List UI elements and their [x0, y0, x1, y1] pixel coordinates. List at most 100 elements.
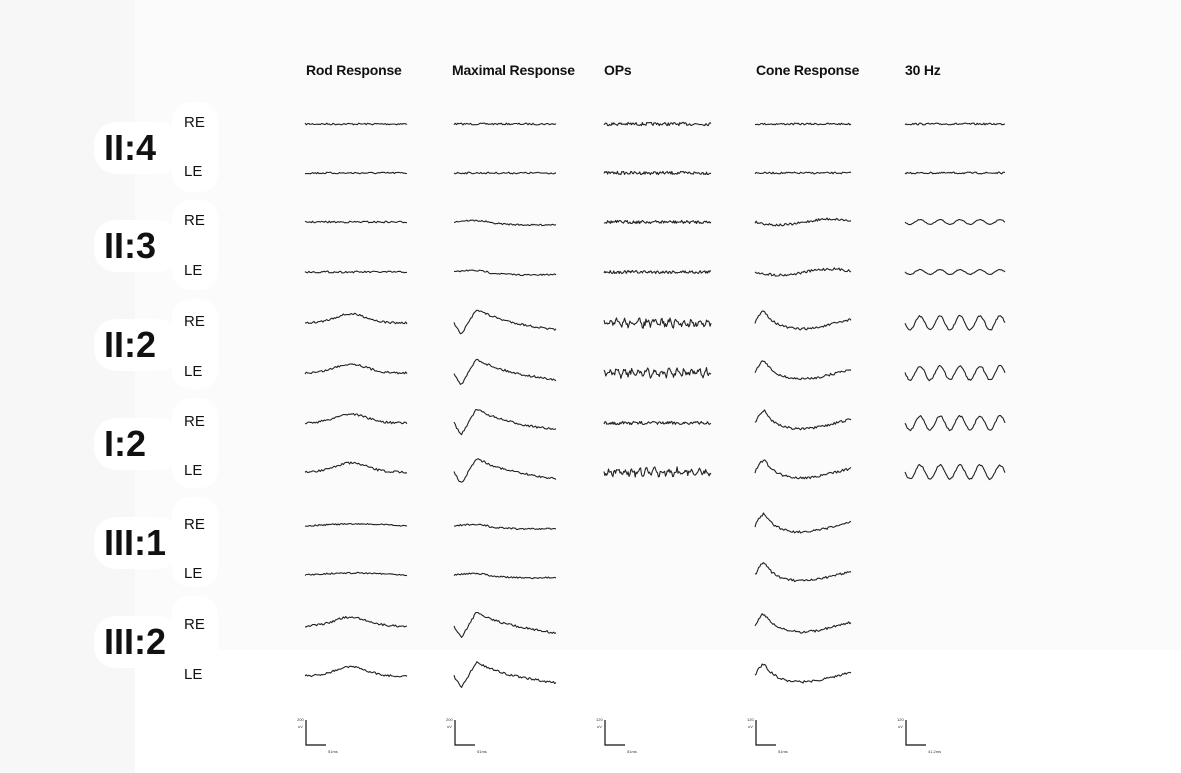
- trace-max-III-2-le: [453, 661, 557, 688]
- scale-time-label: 41.2ms: [928, 749, 941, 754]
- figure-panel: [135, 0, 1181, 650]
- eye-label-re: RE: [184, 413, 205, 430]
- subject-label: II:4: [104, 127, 156, 168]
- scale-voltage-unit: uV: [298, 724, 303, 729]
- subject-label-backdrop: [94, 220, 180, 272]
- trace-rod-I-2-re: [304, 413, 408, 425]
- trace-rod-III-1-re: [304, 522, 408, 527]
- trace-hz30-II-4-le: [904, 171, 1006, 175]
- eye-label-le: LE: [184, 262, 202, 279]
- scale-time-label: 51ms: [778, 749, 788, 754]
- subject-label: II:2: [104, 324, 156, 365]
- trace-cone-II-3-le: [754, 267, 852, 277]
- trace-cone-II-4-le: [754, 171, 852, 175]
- subject-label: I:2: [104, 423, 146, 464]
- column-title-cone: Cone Response: [756, 62, 860, 78]
- column-title-max: Maximal Response: [452, 62, 575, 78]
- eye-label-le: LE: [184, 666, 202, 683]
- scale-time-label: 51ms: [477, 749, 487, 754]
- trace-max-I-2-re: [453, 409, 557, 436]
- trace-max-III-2-re: [453, 611, 557, 638]
- trace-hz30-I-2-re: [904, 414, 1006, 432]
- scale-voltage-label: 120: [897, 717, 904, 722]
- column-title-hz30: 30 Hz: [905, 62, 941, 78]
- trace-cone-II-3-re: [754, 217, 852, 227]
- eye-label-re: RE: [184, 212, 205, 229]
- eye-label-le: LE: [184, 163, 202, 180]
- eye-label-backdrop: [172, 200, 218, 290]
- eye-label-le: LE: [184, 462, 202, 479]
- trace-cone-II-2-le: [754, 360, 852, 381]
- scale-voltage-unit: uV: [447, 724, 452, 729]
- scale-voltage-label: 120: [747, 717, 754, 722]
- trace-cone-III-1-re: [754, 512, 852, 534]
- trace-cone-II-2-re: [754, 310, 852, 331]
- trace-max-III-1-le: [453, 572, 557, 580]
- eye-label-re: RE: [184, 114, 205, 131]
- trace-cone-I-2-le: [754, 459, 852, 480]
- eye-label-backdrop: [172, 596, 218, 686]
- scale-bar-max: [454, 720, 475, 746]
- subject-label-backdrop: [94, 319, 180, 371]
- trace-rod-II-4-re: [304, 122, 408, 126]
- trace-ops-II-4-re: [603, 121, 712, 127]
- trace-hz30-I-2-le: [904, 463, 1006, 481]
- trace-hz30-II-3-le: [904, 268, 1006, 276]
- column-title-ops: OPs: [604, 62, 632, 78]
- scale-voltage-label: 200: [297, 717, 304, 722]
- trace-max-III-1-re: [453, 523, 557, 531]
- figure-panel-bottom: [135, 650, 1181, 773]
- eye-label-backdrop: [172, 497, 218, 587]
- subject-label-backdrop: [94, 616, 180, 668]
- trace-max-II-4-le: [453, 171, 557, 175]
- trace-rod-III-2-re: [304, 615, 408, 628]
- trace-max-II-3-re: [453, 219, 557, 227]
- subject-label-backdrop: [94, 418, 180, 470]
- subject-label: III:2: [104, 621, 166, 662]
- eye-label-backdrop: [172, 398, 218, 488]
- eye-label-backdrop: [172, 102, 218, 192]
- trace-ops-II-3-re: [603, 219, 712, 225]
- eye-label-re: RE: [184, 616, 205, 633]
- scale-bar-hz30: [905, 720, 926, 746]
- column-title-rod: Rod Response: [306, 62, 402, 78]
- eye-label-re: RE: [184, 313, 205, 330]
- scale-voltage-unit: uV: [898, 724, 903, 729]
- trace-cone-III-2-le: [754, 663, 852, 684]
- trace-max-II-2-le: [453, 358, 557, 385]
- trace-max-I-2-le: [453, 458, 557, 483]
- eye-label-backdrop: [172, 299, 218, 389]
- trace-ops-I-2-re: [603, 420, 712, 426]
- scale-voltage-label: 200: [446, 717, 453, 722]
- trace-rod-II-2-re: [304, 312, 408, 325]
- trace-max-II-2-re: [453, 309, 557, 335]
- subject-label-backdrop: [94, 122, 180, 174]
- trace-ops-II-3-le: [603, 269, 712, 275]
- trace-max-II-3-le: [453, 269, 557, 277]
- scale-voltage-label: 120: [596, 717, 603, 722]
- trace-cone-III-1-le: [754, 562, 852, 583]
- eye-label-le: LE: [184, 565, 202, 582]
- scale-bar-rod: [305, 720, 326, 746]
- subject-label: II:3: [104, 225, 156, 266]
- trace-ops-I-2-le: [603, 466, 712, 478]
- scale-time-label: 51ms: [627, 749, 637, 754]
- subject-label: III:1: [104, 522, 166, 563]
- trace-rod-II-2-le: [304, 363, 408, 375]
- trace-max-II-4-re: [453, 122, 557, 126]
- trace-hz30-II-4-re: [904, 122, 1006, 126]
- trace-ops-II-4-le: [603, 170, 712, 176]
- eye-label-le: LE: [184, 363, 202, 380]
- trace-rod-II-4-le: [304, 171, 407, 175]
- trace-cone-II-4-re: [754, 122, 852, 126]
- scale-bar-ops: [604, 720, 625, 746]
- trace-rod-I-2-le: [304, 461, 408, 474]
- scale-voltage-unit: uV: [748, 724, 753, 729]
- trace-rod-II-3-re: [304, 220, 408, 224]
- scale-time-label: 51ms: [328, 749, 338, 754]
- trace-hz30-II-3-re: [904, 218, 1006, 226]
- trace-rod-III-1-le: [304, 571, 408, 577]
- scale-bar-cone: [755, 720, 776, 746]
- trace-cone-III-2-re: [754, 613, 852, 634]
